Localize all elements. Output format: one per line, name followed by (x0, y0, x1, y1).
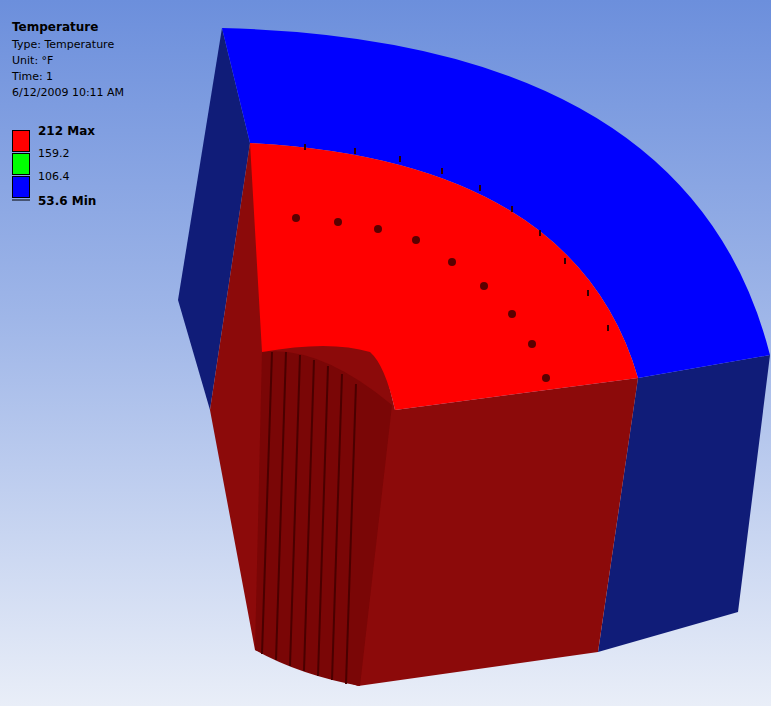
legend-value: 159.2 (38, 147, 70, 160)
bore-surface (255, 351, 392, 686)
legend-min-value: 53.6 Min (38, 194, 96, 208)
legend-swatch (12, 176, 30, 198)
legend-bottom-line (12, 200, 30, 201)
legend-swatch (12, 130, 30, 152)
groove-lines (262, 352, 356, 684)
legend-value: 106.4 (38, 170, 70, 183)
info-line: 6/12/2009 10:11 AM (12, 86, 124, 99)
front-face (210, 143, 638, 686)
legend-value: 212 Max (38, 124, 95, 138)
legend-swatch (12, 153, 30, 175)
info-line: Time: 1 (12, 70, 53, 83)
boundary-ticks (305, 144, 608, 331)
info-line: Unit: °F (12, 54, 53, 67)
info-line: Type: Temperature (12, 38, 114, 51)
legend-title: Temperature (12, 20, 98, 34)
inner-core-top (250, 143, 638, 410)
hole-dots (292, 214, 550, 382)
